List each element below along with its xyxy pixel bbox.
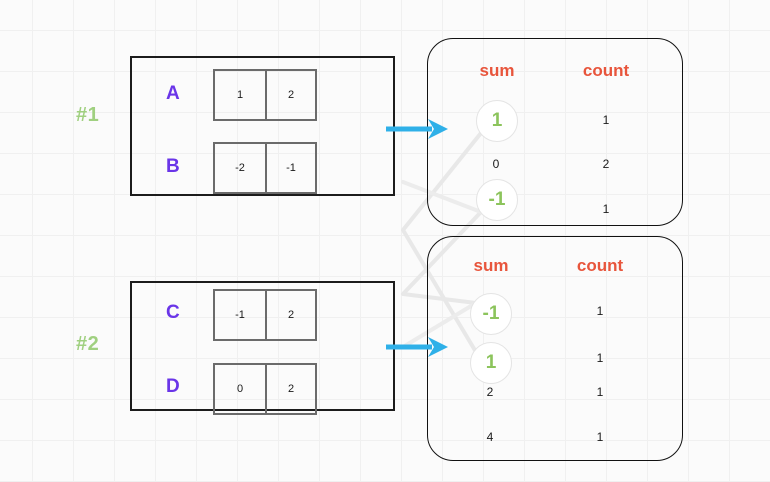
result-panel-1 xyxy=(427,38,683,226)
row-label-c: C xyxy=(166,302,180,323)
row-label-a: A xyxy=(166,83,180,104)
panel-2-header-sum: sum xyxy=(473,256,509,275)
panel-2-header-count: count xyxy=(576,256,624,275)
row-cells-b: -2 -1 xyxy=(213,142,317,194)
input-group-1 xyxy=(130,56,395,196)
result-panel-2 xyxy=(427,236,683,461)
panel-2-count-row-3: 1 xyxy=(596,430,604,444)
panel-2-count-row-1: 1 xyxy=(596,351,604,365)
panel-1-count-row-1: 2 xyxy=(602,157,610,171)
row-cells-c: -1 2 xyxy=(213,289,317,341)
panel-1-count-row-2: 1 xyxy=(602,202,610,216)
cell-d-0: 0 xyxy=(236,383,244,395)
panel-1-sum-row-0: 1 xyxy=(476,100,518,142)
step-tag-1: #1 xyxy=(76,104,100,126)
cell-a-1: 2 xyxy=(265,71,315,119)
row-label-d: D xyxy=(166,376,180,397)
panel-2-sum-row-1: 1 xyxy=(470,342,512,384)
panel-2-count-row-2: 1 xyxy=(596,385,604,399)
panel-1-sum-row-1: 0 xyxy=(492,157,500,171)
row-cells-a: 1 2 xyxy=(213,69,317,121)
cell-c-0: -1 xyxy=(235,309,245,321)
cell-a-0: 1 xyxy=(236,89,244,101)
row-cells-d: 0 2 xyxy=(213,363,317,415)
cell-d-1: 2 xyxy=(265,365,315,413)
panel-2-sum-row-3: 4 xyxy=(486,430,494,444)
panel-1-sum-row-2: -1 xyxy=(476,179,518,221)
panel-2-sum-row-0: -1 xyxy=(470,293,512,335)
panel-1-header-sum: sum xyxy=(479,61,515,80)
panel-2-count-row-0: 1 xyxy=(596,304,604,318)
panel-1-count-row-0: 1 xyxy=(602,113,610,127)
panel-1-header-count: count xyxy=(582,61,630,80)
step-tag-2: #2 xyxy=(76,333,100,355)
panel-2-sum-row-2: 2 xyxy=(486,385,494,399)
cell-b-1: -1 xyxy=(265,144,315,192)
cell-c-1: 2 xyxy=(265,291,315,339)
cell-b-0: -2 xyxy=(235,162,245,174)
row-label-b: B xyxy=(166,156,180,177)
